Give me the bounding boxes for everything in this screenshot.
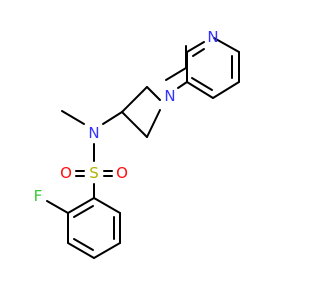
bond [73, 205, 94, 218]
bond [186, 41, 205, 53]
bond [186, 81, 214, 99]
pyridine-nitrogen-label: N [207, 28, 218, 46]
bond [73, 238, 94, 251]
sulfonamide-nitrogen-label: N [88, 124, 99, 142]
bond [146, 109, 161, 138]
pyridine-ring [165, 37, 240, 99]
bond [212, 81, 240, 99]
bond [191, 77, 213, 91]
bond [192, 48, 205, 57]
fluorine-label: F [34, 187, 43, 205]
bond [213, 37, 240, 53]
bond [93, 197, 121, 214]
bond [61, 110, 85, 125]
bond [67, 242, 95, 259]
bond [121, 111, 148, 138]
bond [165, 67, 187, 81]
bond [121, 86, 148, 113]
bond [146, 86, 161, 101]
azetidine-nitrogen-label: N [164, 87, 175, 105]
bond [46, 200, 69, 214]
oxygen-left-label: O [60, 164, 72, 182]
azetidine-ring [121, 86, 161, 138]
oxygen-right-label: O [116, 164, 128, 182]
bond [102, 111, 123, 125]
bond [177, 81, 188, 89]
benzene-ring [67, 197, 121, 259]
sulfur-label: S [89, 164, 99, 182]
molecule-diagram: N N N S O O F [34, 28, 240, 259]
bond [93, 242, 121, 259]
bond [67, 197, 95, 214]
structure-svg: N N N S O O F [34, 28, 240, 259]
sulfonyl-oxygens [75, 170, 113, 177]
